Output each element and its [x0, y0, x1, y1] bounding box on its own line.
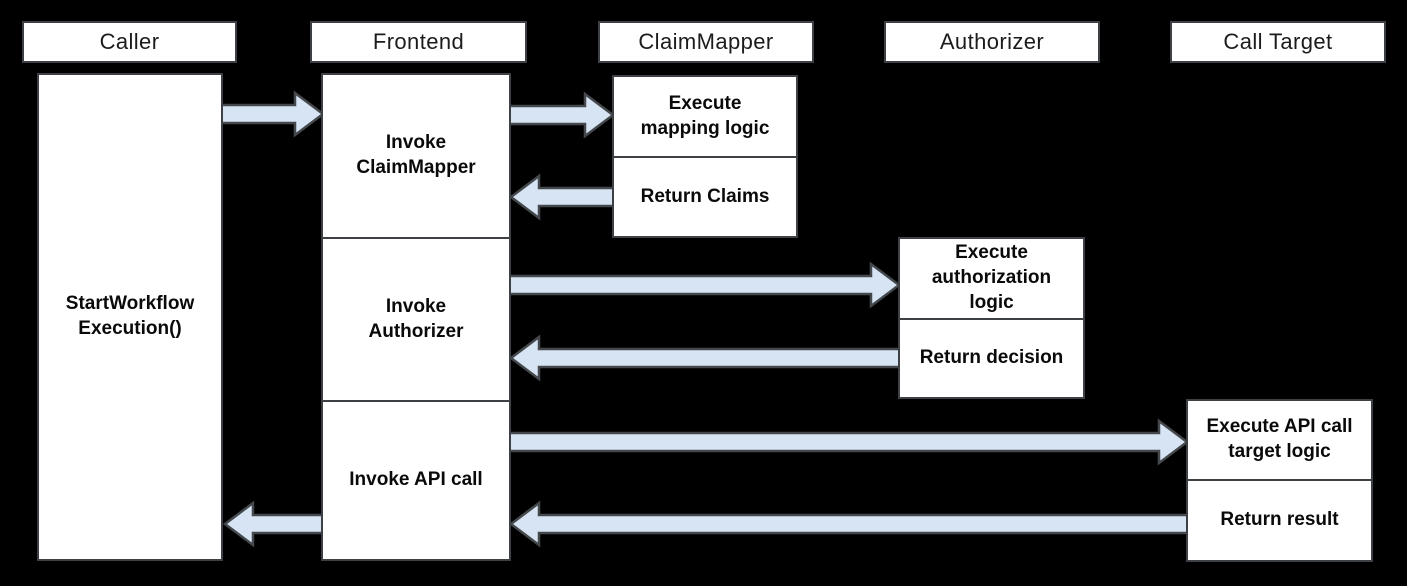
activation-start-workflow-execution: StartWorkflow Execution()	[37, 73, 223, 561]
lane-header-frontend: Frontend	[310, 21, 527, 63]
activation-invoke-authorizer: Invoke Authorizer	[321, 237, 511, 402]
lane-header-authorizer: Authorizer	[884, 21, 1100, 63]
arrow-frontend-return-to-caller	[222, 500, 325, 548]
arrow-frontend-to-authorizer	[507, 261, 902, 309]
activation-invoke-api-call: Invoke API call	[321, 400, 511, 561]
arrow-authorizer-return-to-frontend	[508, 334, 902, 382]
activation-return-decision: Return decision	[898, 318, 1085, 399]
activation-invoke-claimmapper: Invoke ClaimMapper	[321, 73, 511, 239]
arrow-frontend-to-claimmapper	[507, 91, 616, 139]
arrow-frontend-to-call-target	[507, 418, 1190, 466]
arrow-call-target-return-to-frontend	[508, 500, 1190, 548]
arrow-claimmapper-return-to-frontend	[508, 173, 616, 221]
activation-execute-authorization-logic: Execute authorization logic	[898, 237, 1085, 320]
activation-return-claims: Return Claims	[612, 156, 798, 238]
lane-header-call-target: Call Target	[1170, 21, 1386, 63]
activation-execute-mapping-logic: Execute mapping logic	[612, 75, 798, 158]
lane-header-claimmapper: ClaimMapper	[598, 21, 814, 63]
arrow-caller-to-frontend	[219, 90, 326, 138]
activation-return-result: Return result	[1186, 479, 1373, 562]
lane-header-caller: Caller	[22, 21, 237, 63]
activation-execute-api-call-target-logic: Execute API call target logic	[1186, 399, 1373, 481]
